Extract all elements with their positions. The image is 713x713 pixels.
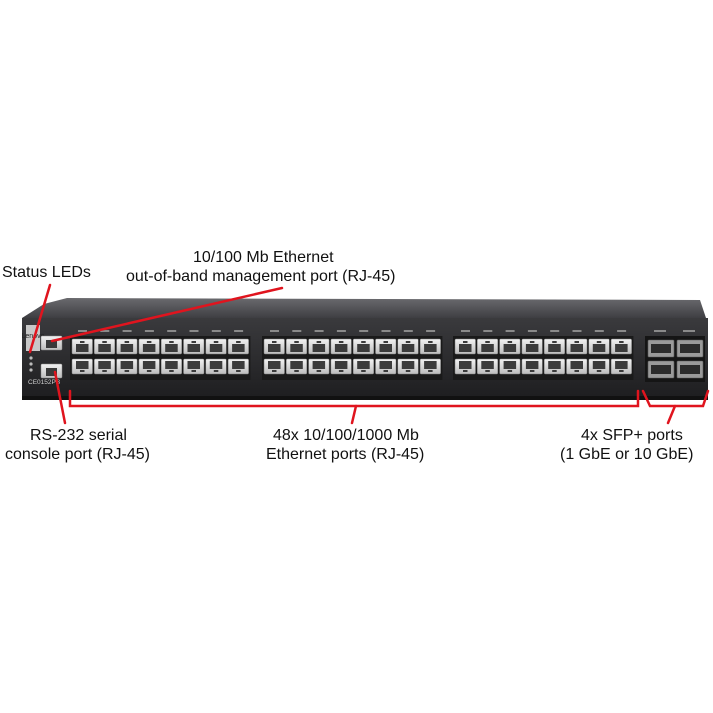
console-port-label-line2: console port (RJ-45) — [5, 446, 150, 463]
ethernet-ports-label-line2: Ethernet ports (RJ-45) — [266, 446, 425, 463]
sfp-port-block — [645, 330, 705, 382]
ethernet-ports-pointer — [350, 404, 358, 425]
mgmt-port-pointer — [50, 286, 284, 343]
mgmt-port-label-line2: out-of-band management port (RJ-45) — [126, 268, 396, 285]
sfp-ports-label-line1: 4x SFP+ ports — [581, 427, 683, 444]
chassis-top — [22, 298, 706, 318]
console-port-pointer — [53, 370, 67, 425]
status-led-3 — [29, 368, 33, 372]
status-led-2 — [29, 362, 33, 366]
ethernet-port-block-3 — [453, 330, 634, 380]
sfp-ports-pointer — [666, 404, 677, 425]
sfp-ports-label-line2: (1 GbE or 10 GbE) — [560, 446, 694, 463]
model-label: CE0152PB — [28, 379, 60, 386]
ethernet-ports-label-line1: 48x 10/100/1000 Mb — [273, 427, 419, 444]
mgmt-port-label-line1: 10/100 Mb Ethernet — [193, 249, 334, 266]
sfp-ports-bracket — [641, 389, 710, 408]
brand-logo-text: Lenovo — [22, 333, 45, 340]
ethernet-port-block-2 — [262, 330, 443, 380]
status-leds-pointer — [28, 283, 52, 354]
console-port-label-line1: RS-232 serial — [30, 427, 127, 444]
status-led-1 — [29, 356, 33, 360]
chassis-bottom-edge — [22, 396, 708, 400]
status-leds — [29, 356, 33, 372]
ethernet-port-block-1 — [70, 330, 251, 380]
ethernet-ports-bracket — [68, 389, 640, 408]
status-leds-label: Status LEDs — [2, 264, 91, 281]
